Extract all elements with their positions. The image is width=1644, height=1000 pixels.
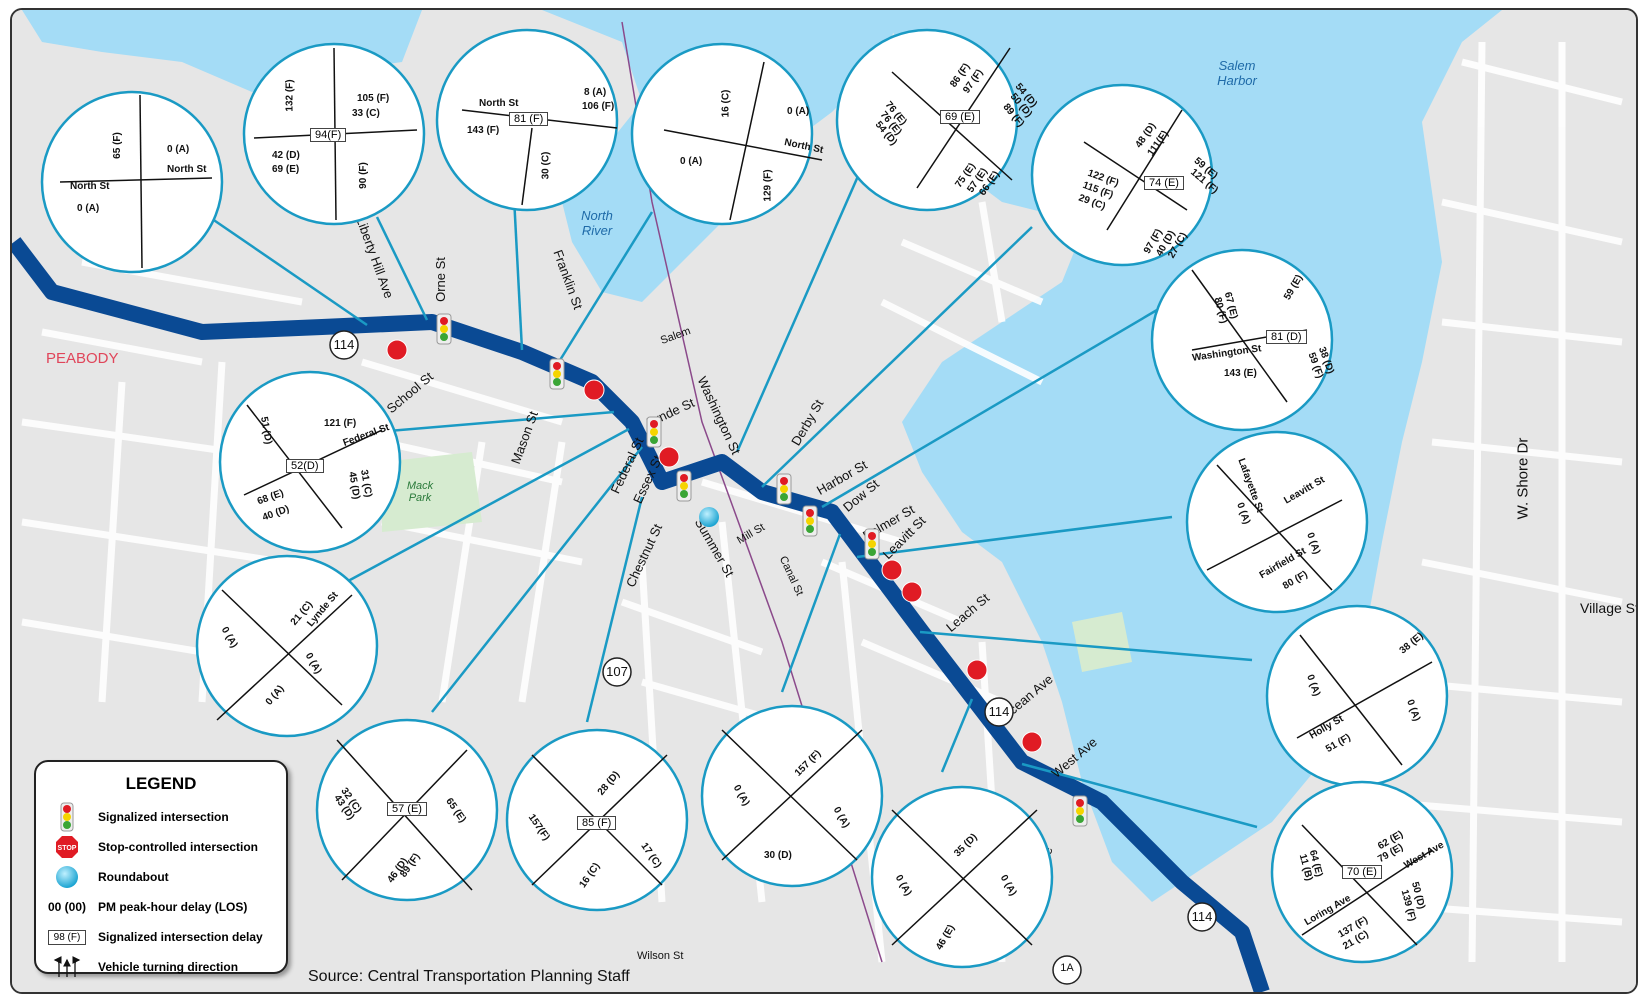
delay-value: 69 (E) (272, 164, 300, 175)
callout-leaders (201, 166, 1258, 829)
delay-value: 0 (A) (787, 106, 810, 117)
street-label: Wilson St (637, 950, 684, 962)
callout-street-lines (59, 47, 1433, 946)
delay-value: 0 (A) (167, 144, 190, 155)
route-shield-114: 114 (333, 337, 355, 352)
stop-sign-icon (386, 339, 1043, 753)
signalized-delay-box: 81 (D) (1266, 330, 1307, 344)
map-frame: PEABODY Salem Harbor North River Mack Pa… (10, 8, 1638, 994)
delay-value: 42 (D) (272, 150, 300, 161)
street-label: Village St (1580, 600, 1638, 616)
signalized-delay-box: 69 (E) (940, 110, 980, 124)
delay-value: 106 (F) (582, 101, 615, 112)
delay-value: 121 (F) (324, 418, 357, 429)
legend-label: Vehicle turning direction (98, 960, 239, 974)
legend-item: Roundabout (36, 862, 286, 892)
delay-value: 143 (F) (467, 125, 500, 136)
delay-value: 30 (D) (764, 850, 792, 861)
legend-item: Signalized intersection (36, 802, 286, 832)
delay-format-sample: 00 (00) (47, 900, 87, 914)
legend-item: Vehicle turning direction (36, 952, 286, 982)
route-shield (329, 330, 1217, 985)
legend-label: PM peak-hour delay (LOS) (98, 900, 248, 914)
delay-value: 8 (A) (584, 87, 607, 98)
route-shield-114: 114 (1191, 909, 1213, 924)
traffic-light-icon (36, 802, 98, 832)
legend-label: Signalized intersection delay (98, 930, 263, 944)
stop-sign-icon: STOP (36, 835, 98, 859)
delay-value: 30 (C) (540, 151, 552, 180)
signalized-delay-box: 70 (E) (1342, 865, 1382, 879)
roundabout-icon (699, 507, 719, 527)
legend-item: STOP Stop-controlled intersection (36, 832, 286, 862)
route-shield-114: 114 (988, 704, 1010, 719)
mack-park (382, 452, 482, 532)
legend-item: 98 (F) Signalized intersection delay (36, 922, 286, 952)
delay-value: 33 (C) (352, 108, 380, 119)
legend: LEGEND Signalized intersection STOP Stop… (34, 760, 288, 977)
signalized-delay-box: 57 (E) (387, 802, 427, 816)
legend-label: Signalized intersection (98, 810, 229, 824)
traffic-light-icon (436, 313, 1088, 827)
signalized-delay-box: 81 (F) (509, 112, 549, 126)
delay-value: 105 (F) (357, 93, 390, 104)
signalized-delay-box: 52(D) (286, 459, 324, 473)
signalized-delay-box: 94(F) (310, 128, 347, 142)
place-label-mack-park: Mack Park (406, 480, 434, 504)
place-label-peabody: PEABODY (46, 350, 119, 367)
roundabout-icon (36, 865, 98, 889)
delay-value: 0 (A) (77, 203, 100, 214)
route-shield-107: 107 (606, 664, 628, 679)
signalized-delay-box: 85 (F) (577, 816, 617, 830)
route-114 (12, 237, 1270, 992)
callout-street: North St (70, 181, 110, 192)
delay-value: 143 (E) (1224, 368, 1257, 379)
svg-text:STOP: STOP (58, 845, 77, 852)
delay-value: 132 (F) (284, 79, 296, 112)
source-credit: Source: Central Transportation Planning … (308, 968, 630, 985)
route-shield-1a: 1A (1060, 962, 1074, 974)
callout-street: North St (479, 98, 519, 109)
place-label-north-river: North River (581, 208, 613, 238)
delay-value: 90 (F) (357, 162, 369, 189)
delay-value: 129 (F) (762, 169, 774, 202)
signalized-delay-sample: 98 (F) (47, 929, 87, 945)
legend-label: Roundabout (98, 870, 169, 884)
legend-item: 00 (00) PM peak-hour delay (LOS) (36, 892, 286, 922)
place-label-salem-harbor: Salem Harbor (1217, 58, 1257, 88)
legend-label: Stop-controlled intersection (98, 840, 259, 854)
delay-value: 0 (A) (680, 156, 703, 167)
callout-street: North St (167, 164, 207, 175)
delay-value: 65 (F) (111, 132, 123, 159)
delay-value: 16 (C) (720, 89, 732, 118)
legend-title: LEGEND (125, 774, 197, 793)
turn-arrows-icon (36, 956, 98, 978)
signalized-delay-box: 74 (E) (1144, 176, 1184, 190)
